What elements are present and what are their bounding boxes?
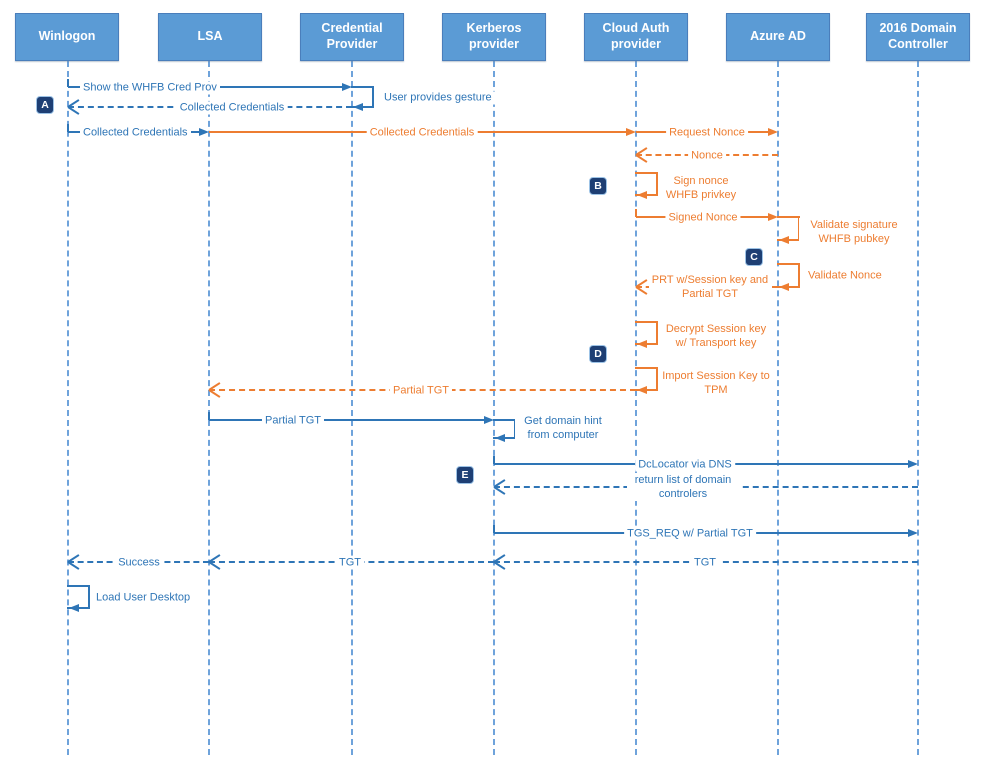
label-nonce: Nonce: [688, 149, 726, 163]
label-partial-tgt-to-lsa: Partial TGT: [389, 384, 453, 398]
arrowhead-icon: [908, 459, 918, 468]
label-validate-signature: Validate signature WHFB pubkey: [799, 218, 909, 246]
arrowhead-icon: [768, 212, 778, 221]
lifeline-2016-domain-controller: [917, 61, 919, 755]
label-tgs-req: TGS_REQ w/ Partial TGT: [624, 527, 756, 541]
lifeline-credential-provider: [351, 61, 353, 755]
label-get-domain-hint: Get domain hint from computer: [515, 414, 611, 442]
lifeline-winlogon: [67, 61, 69, 755]
label-partial-tgt-to-kerberos: Partial TGT: [261, 414, 325, 428]
step-badge-d: D: [589, 345, 607, 363]
lifeline-lsa: [208, 61, 210, 755]
step-badge-a: A: [36, 96, 54, 114]
arrowhead-icon: [637, 339, 647, 348]
label-show-whfb: Show the WHFB Cred Prov: [80, 81, 220, 95]
actor-winlogon: Winlogon: [15, 13, 119, 61]
arrowhead-icon: [342, 82, 352, 91]
arrowhead-icon: [626, 127, 636, 136]
label-tgt-from-dc: TGT: [691, 556, 719, 570]
step-badge-b: B: [589, 177, 607, 195]
actor-credential-provider: Credential Provider: [300, 13, 404, 61]
label-success: Success: [115, 556, 163, 570]
label-import-session-key: Import Session Key to TPM: [658, 369, 774, 397]
arrowhead-icon: [779, 235, 789, 244]
arrowhead-icon: [69, 603, 79, 612]
label-decrypt-session-key: Decrypt Session key w/ Transport key: [658, 322, 774, 350]
label-user-gesture: User provides gesture: [381, 91, 495, 105]
lifeline-kerberos-provider: [493, 61, 495, 755]
lifeline-azure-ad: [777, 61, 779, 755]
elbow-tick: [67, 124, 69, 132]
label-collected-credentials-return: Collected Credentials: [176, 101, 288, 115]
arrowhead-icon: [495, 433, 505, 442]
actor-lsa: LSA: [158, 13, 262, 61]
actor-azure-ad: Azure AD: [726, 13, 830, 61]
label-return-dc-list: return list of domain controlers: [627, 473, 739, 501]
arrowhead-icon: [908, 528, 918, 537]
actor-cloud-auth-provider: Cloud Auth provider: [584, 13, 688, 61]
step-badge-e: E: [456, 466, 474, 484]
label-dclocator: DcLocator via DNS: [635, 458, 735, 472]
elbow-tick: [635, 209, 637, 217]
elbow-tick: [208, 412, 210, 420]
arrowhead-icon: [768, 127, 778, 136]
lifeline-cloud-auth-provider: [635, 61, 637, 755]
arrowhead-icon: [484, 415, 494, 424]
arrowhead-icon: [637, 190, 647, 199]
message-line: [209, 419, 484, 421]
elbow-tick: [67, 79, 69, 87]
label-request-nonce: Request Nonce: [666, 126, 748, 140]
label-validate-nonce: Validate Nonce: [805, 269, 885, 283]
arrowhead-icon: [637, 385, 647, 394]
label-load-user-desktop: Load User Desktop: [93, 591, 194, 605]
label-sign-nonce: Sign nonce WHFB privkey: [658, 174, 744, 202]
elbow-tick: [493, 456, 495, 464]
label-prt: PRT w/Session key and Partial TGT: [649, 273, 771, 301]
actor-kerberos-provider: Kerberos provider: [442, 13, 546, 61]
label-tgt-to-lsa: TGT: [336, 556, 364, 570]
label-signed-nonce: Signed Nonce: [665, 211, 741, 225]
arrowhead-icon: [353, 102, 363, 111]
arrowhead-icon: [779, 282, 789, 291]
step-badge-c: C: [745, 248, 763, 266]
actor-2016-domain-controller: 2016 Domain Controller: [866, 13, 970, 61]
elbow-tick: [493, 525, 495, 533]
arrowhead-icon: [199, 127, 209, 136]
label-collected-credentials-to-cloud: Collected Credentials: [366, 126, 478, 140]
label-collected-credentials-to-lsa: Collected Credentials: [80, 126, 191, 140]
